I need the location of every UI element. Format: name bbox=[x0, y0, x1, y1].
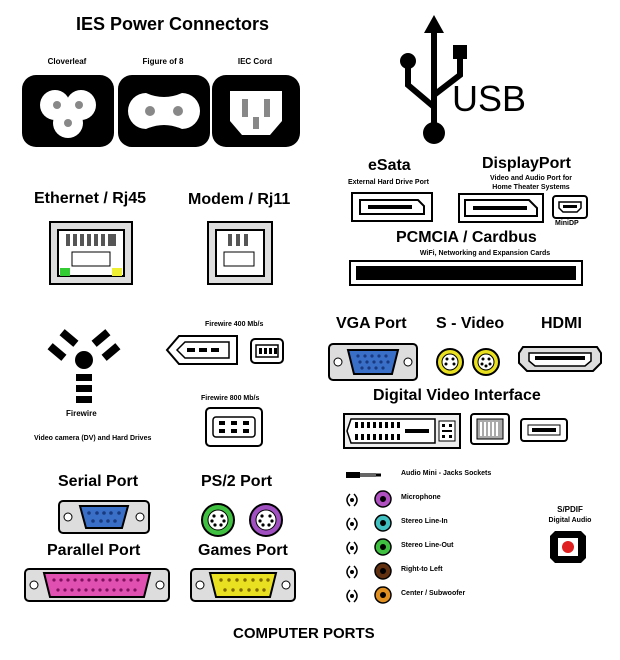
esata-desc: External Hard Drive Port bbox=[348, 179, 429, 186]
firewire-desc: Video camera (DV) and Hard Drives bbox=[34, 435, 152, 442]
footer-title: COMPUTER PORTS bbox=[233, 625, 375, 642]
fw400-label: Firewire 400 Mb/s bbox=[205, 321, 264, 328]
fw400-port bbox=[165, 335, 238, 365]
audio-socket bbox=[374, 514, 392, 532]
serial-port bbox=[58, 500, 150, 534]
ps2-ports bbox=[201, 503, 283, 537]
spdif-desc: Digital Audio bbox=[548, 517, 592, 524]
esata-title: eSata bbox=[368, 157, 411, 174]
audio-jack-label: Audio Mini - Jacks Sockets bbox=[401, 470, 492, 477]
pcmcia-desc: WiFi, Networking and Expansion Cards bbox=[419, 250, 551, 257]
ethernet-port bbox=[49, 221, 133, 285]
games-port bbox=[190, 568, 296, 602]
svideo-ports bbox=[436, 348, 500, 376]
figure8-connector bbox=[118, 75, 210, 147]
audio-label: Microphone bbox=[401, 494, 441, 501]
modem-port bbox=[207, 221, 273, 285]
fw800-label: Firewire 800 Mb/s bbox=[201, 395, 260, 402]
sound-wave-icon bbox=[346, 493, 358, 507]
firewire-label: Firewire bbox=[66, 409, 97, 418]
dvi-port bbox=[343, 413, 461, 449]
serial-title: Serial Port bbox=[58, 473, 139, 490]
audio-label: Center / Subwoofer bbox=[401, 590, 466, 597]
audio-jack-icon bbox=[346, 472, 381, 478]
cloverleaf-connector bbox=[22, 75, 114, 147]
pcmcia-title: PCMCIA / Cardbus bbox=[396, 229, 537, 246]
hdmi-port bbox=[518, 346, 602, 372]
minidp-port bbox=[552, 195, 588, 219]
sound-wave-icon bbox=[346, 517, 358, 531]
parallel-port bbox=[24, 568, 170, 602]
ethernet-title: Ethernet / Rj45 bbox=[34, 190, 147, 207]
games-title: Games Port bbox=[198, 542, 288, 559]
iec-label: IEC Cord bbox=[237, 57, 273, 66]
hdmi-title: HDMI bbox=[541, 315, 582, 332]
usb-label: USB bbox=[452, 78, 527, 119]
spdif-title: S/PDIF bbox=[557, 505, 583, 514]
displayport-desc2: Home Theater Systems bbox=[492, 184, 570, 191]
spdif-port bbox=[550, 531, 586, 563]
displayport-title: DisplayPort bbox=[482, 155, 571, 172]
sound-wave-icon bbox=[346, 541, 358, 555]
audio-socket bbox=[374, 562, 392, 580]
usb-icon bbox=[400, 15, 467, 144]
dvi-micro-port bbox=[520, 418, 568, 442]
fw400-4pin-port bbox=[250, 338, 284, 364]
audio-label: Right-to Left bbox=[401, 566, 443, 573]
modem-title: Modem / Rj11 bbox=[188, 191, 291, 208]
cloverleaf-label: Cloverleaf bbox=[47, 57, 87, 66]
sound-wave-icon bbox=[346, 589, 358, 603]
ies-title: IES Power Connectors bbox=[76, 14, 270, 34]
audio-label: Stereo Line-Out bbox=[401, 542, 454, 549]
vga-title: VGA Port bbox=[336, 315, 407, 332]
pcmcia-slot bbox=[349, 260, 583, 286]
figure8-label: Figure of 8 bbox=[142, 57, 184, 66]
dvi-title: Digital Video Interface bbox=[373, 387, 541, 404]
ps2-title: PS/2 Port bbox=[201, 473, 273, 490]
audio-socket bbox=[374, 538, 392, 556]
parallel-title: Parallel Port bbox=[47, 542, 141, 559]
dvi-mini-port bbox=[470, 413, 510, 445]
audio-label: Stereo Line-In bbox=[401, 518, 448, 525]
audio-socket bbox=[374, 490, 392, 508]
svideo-title: S - Video bbox=[436, 315, 505, 332]
vga-port bbox=[328, 343, 418, 381]
displayport-desc1: Video and Audio Port for bbox=[489, 175, 573, 182]
iec-connector bbox=[212, 75, 300, 147]
fw800-port bbox=[205, 407, 263, 447]
firewire-icon bbox=[47, 329, 121, 403]
esata-port bbox=[351, 192, 433, 222]
minidp-label: MiniDP bbox=[555, 220, 579, 227]
displayport-port bbox=[458, 193, 544, 223]
audio-socket bbox=[374, 586, 392, 604]
sound-wave-icon bbox=[346, 565, 358, 579]
